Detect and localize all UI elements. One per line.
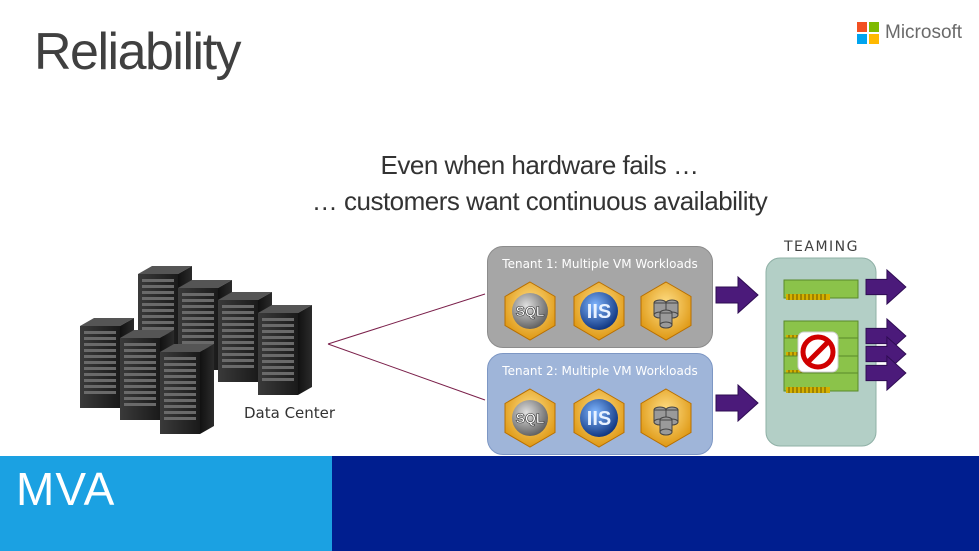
microsoft-logo: Microsoft [857,22,962,44]
mva-logo-text: MVA [16,463,116,515]
tenant-2-label: Tenant 2: Multiple VM Workloads [502,364,698,378]
microsoft-logo-icon [857,22,879,44]
headline-line-1: Even when hardware fails … [380,150,699,180]
footer-left-bar [0,456,332,551]
iis-icon-tenant2: IIS [587,408,611,430]
teaming-label: TEAMING [784,239,860,255]
datacenter-label: Data Center [244,404,336,422]
database-icon-tenant2 [640,388,692,448]
headline-line-2: … customers want continuous availability [311,186,768,216]
database-icon-tenant1 [640,281,692,341]
slide-title: Reliability [34,23,242,81]
input-arrows [715,276,759,422]
tenant-1-workloads: SQL IIS [504,281,692,341]
microsoft-brand-text: Microsoft [885,22,963,43]
tenant-1-label: Tenant 1: Multiple VM Workloads [502,257,698,271]
sql-icon-tenant2: SQL [516,410,545,426]
prohibited-icon [797,331,839,373]
tenant-2-workloads: SQL IIS [504,388,692,448]
iis-icon-tenant1: IIS [587,301,611,323]
output-arrows [865,269,907,391]
footer-right-bar [332,456,979,551]
sql-icon-tenant1: SQL [516,303,545,319]
